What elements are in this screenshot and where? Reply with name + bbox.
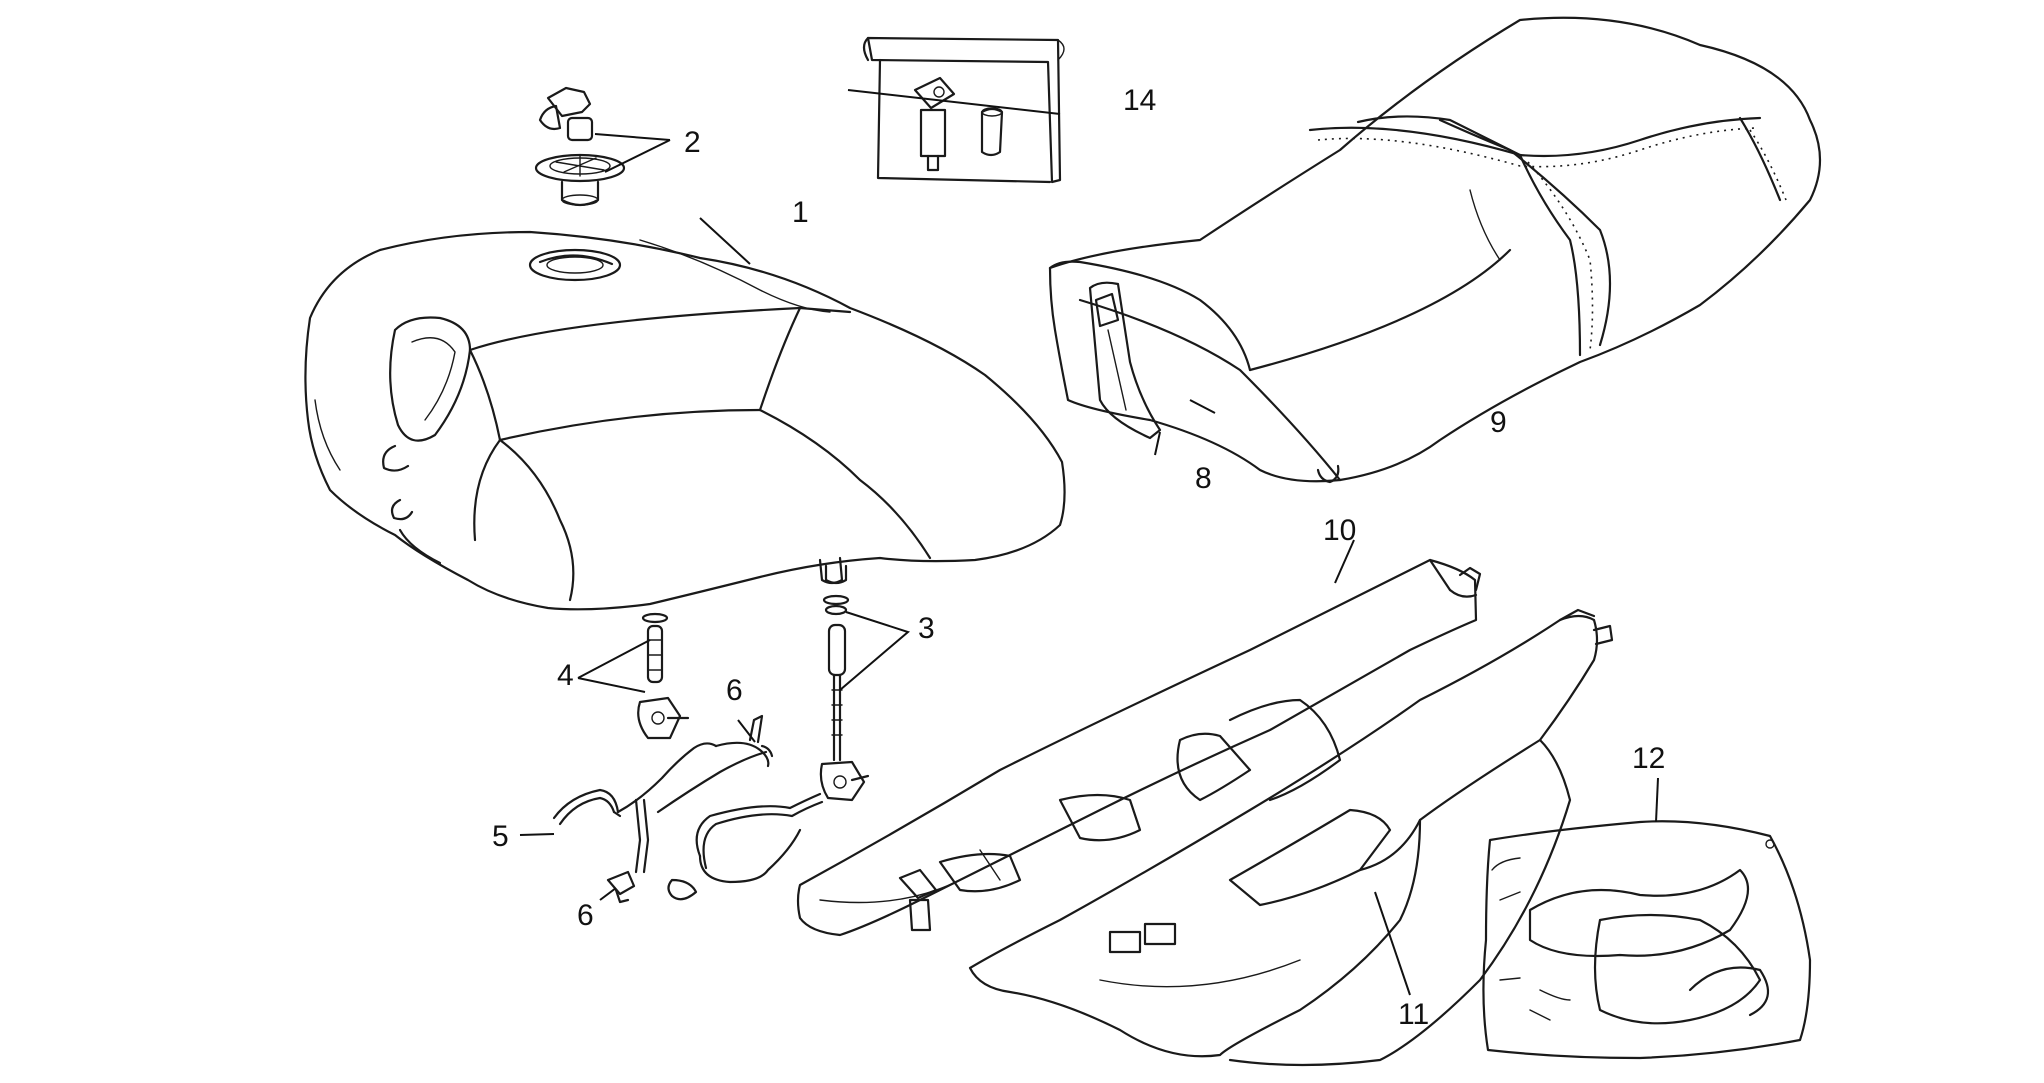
callout-8: 8 (1195, 462, 1212, 495)
callout-labels: 2 1 14 9 8 10 3 4 6 5 6 11 12 (492, 84, 1665, 1031)
callout-14: 14 (1123, 84, 1156, 117)
callout-9: 9 (1490, 406, 1507, 439)
fuel-tap-left-part (637, 612, 690, 740)
callout-4: 4 (557, 659, 574, 692)
callout-1: 1 (792, 196, 809, 229)
callout-6-lower: 6 (577, 899, 594, 932)
callout-12: 12 (1632, 742, 1665, 775)
callout-6-upper: 6 (726, 674, 743, 707)
seat-catch-part (1088, 281, 1162, 440)
undertray-part (1482, 820, 1812, 1060)
callout-5: 5 (492, 820, 509, 853)
seat-part (1048, 16, 1822, 484)
fuel-tap-right-part (819, 564, 870, 802)
fuel-tank-part (304, 230, 1066, 611)
lock-kit-bag-part (862, 36, 1065, 184)
callout-2: 2 (684, 126, 701, 159)
fuel-hoses-part (552, 714, 824, 904)
side-panel-left-part (796, 558, 1482, 937)
leader-lines (519, 89, 1659, 996)
side-panel-right-part (968, 608, 1614, 1067)
callout-10: 10 (1323, 514, 1356, 547)
callout-11: 11 (1398, 998, 1429, 1031)
fuel-cap-part (534, 86, 626, 207)
callout-3: 3 (918, 612, 935, 645)
